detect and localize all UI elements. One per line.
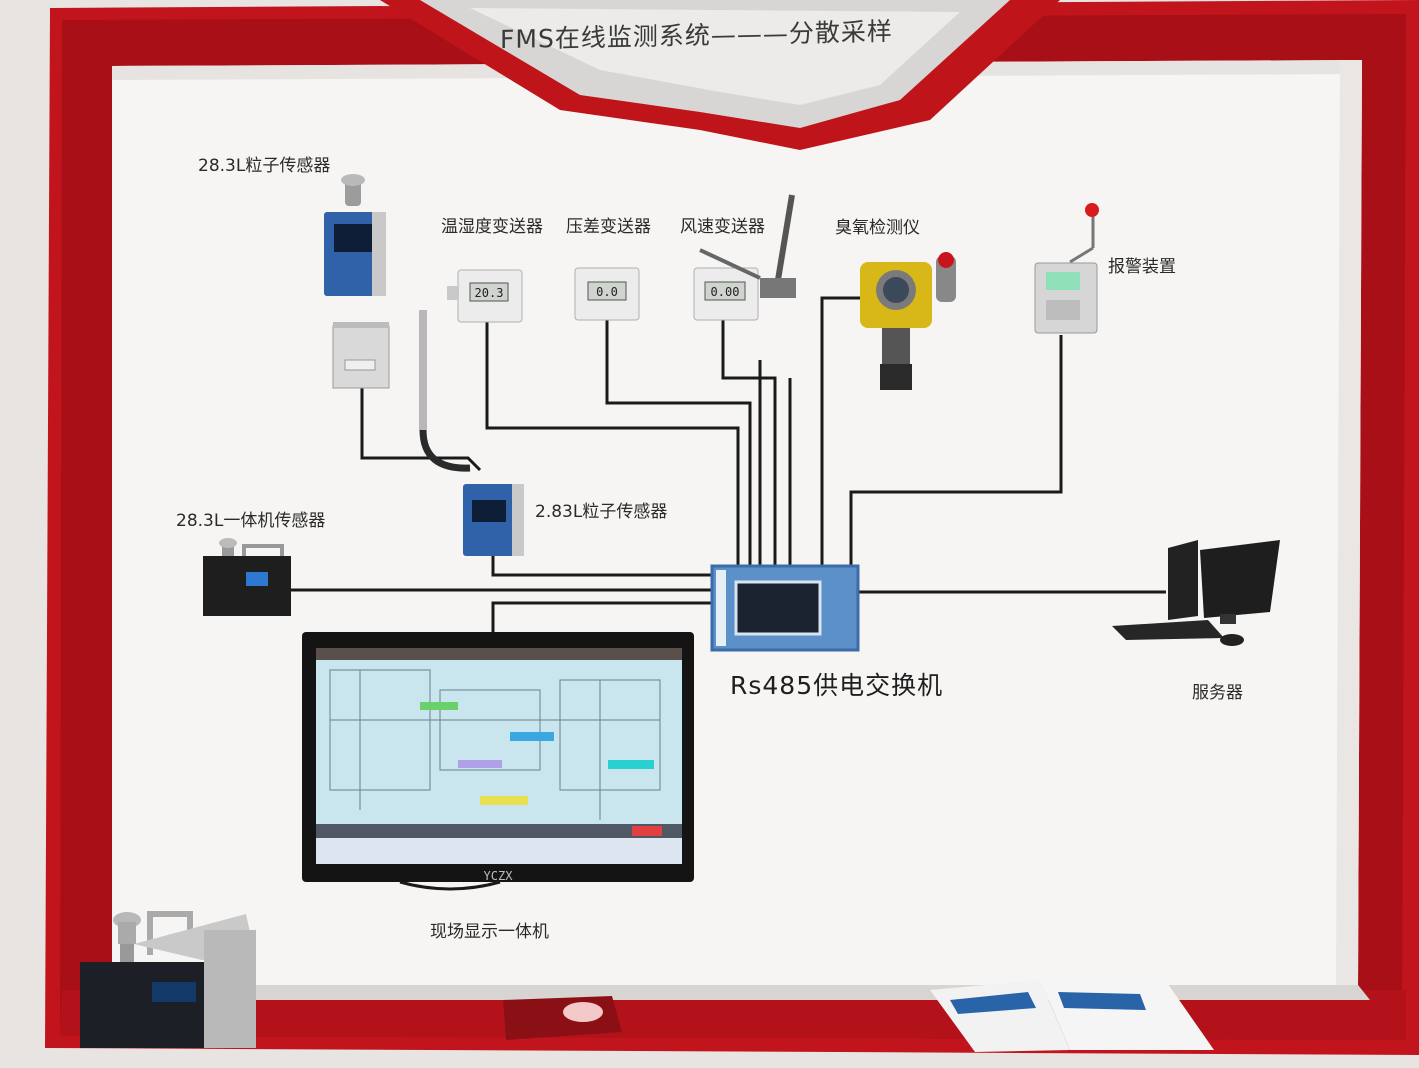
portable-sensor-unit <box>80 911 256 1048</box>
brochures <box>930 980 1214 1052</box>
temp-humidity-reading: 20.3 <box>475 286 504 300</box>
label-display: 现场显示一体机 <box>430 922 549 942</box>
pressure-diff-reading: 0.0 <box>596 285 618 299</box>
label-alarm: 报警装置 <box>1108 257 1176 277</box>
monitor-brand: YCZX <box>484 869 514 883</box>
label-switch: Rs485供电交换机 <box>730 671 944 700</box>
label-integrated-sensor: 28.3L一体机传感器 <box>176 511 326 531</box>
probe-tube <box>419 310 471 472</box>
ozone-detector-device <box>860 252 956 390</box>
label-particle-sensor-283L: 2.83L粒子传感器 <box>535 502 668 522</box>
alarm-device <box>1034 203 1099 334</box>
pressure-diff-transmitter-device: 0.0 <box>574 267 640 321</box>
temp-humidity-transmitter-device: 20.3 <box>447 269 523 323</box>
wind-speed-transmitter-device: 0.00 <box>693 194 796 321</box>
label-wind-speed: 风速变送器 <box>680 217 765 237</box>
particle-sensor-28L-device <box>324 174 390 389</box>
label-pressure-diff: 压差变送器 <box>566 217 651 237</box>
wiring <box>290 296 1166 632</box>
particle-sensor-283L-device <box>463 484 524 556</box>
integrated-sensor-28L-device <box>203 538 291 616</box>
wind-speed-reading: 0.00 <box>711 285 740 299</box>
mouse-on-mat <box>503 996 622 1040</box>
label-particle-sensor-28L: 28.3L粒子传感器 <box>198 156 331 176</box>
label-server: 服务器 <box>1192 683 1243 703</box>
rs485-switch-device <box>710 564 860 652</box>
label-ozone: 臭氧检测仪 <box>835 218 920 238</box>
display-terminal: YCZX <box>302 632 694 891</box>
label-temp-humidity: 温湿度变送器 <box>441 217 543 237</box>
server-device <box>1112 540 1280 646</box>
